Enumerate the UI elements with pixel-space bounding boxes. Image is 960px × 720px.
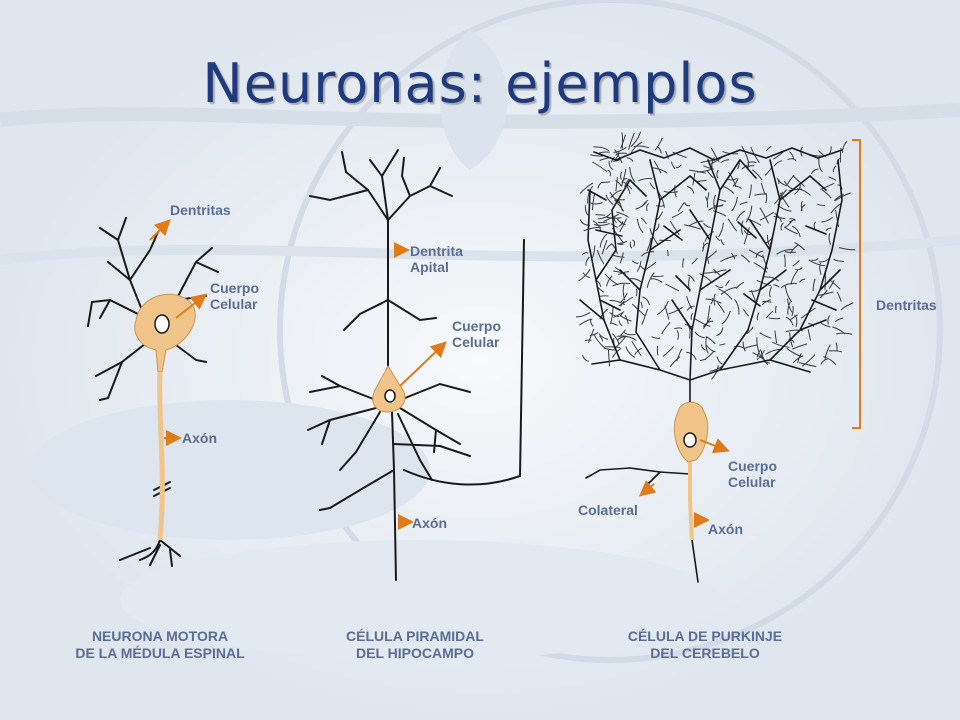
pyramidal-body-arrow bbox=[399, 341, 447, 387]
motor-neuron-soma bbox=[134, 293, 196, 373]
pyramidal-body-label-line2: Celular bbox=[452, 334, 500, 350]
purkinje-dense-arbor bbox=[575, 131, 856, 380]
purkinje-caption-line1: CÉLULA DE PURKINJE bbox=[627, 628, 783, 644]
pyramidal-caption: CÉLULA PIRAMIDAL DEL HIPOCAMPO bbox=[300, 628, 530, 662]
motor-body-label: Cuerpo Celular bbox=[210, 280, 259, 312]
motor-caption-line1: NEURONA MOTORA bbox=[91, 628, 229, 644]
pyramidal-apical-label: Dentrita Apital bbox=[410, 243, 463, 275]
purkinje-body-label-line1: Cuerpo bbox=[728, 458, 777, 474]
pyramidal-nucleus bbox=[384, 389, 396, 403]
motor-caption: NEURONA MOTORA DE LA MÉDULA ESPINAL bbox=[40, 628, 280, 662]
purkinje-body-label: Cuerpo Celular bbox=[728, 458, 777, 490]
purkinje-dendrites-label: Dentritas bbox=[876, 297, 937, 313]
motor-body-label-line1: Cuerpo bbox=[210, 280, 259, 296]
pyramidal-caption-line1: CÉLULA PIRAMIDAL bbox=[346, 628, 484, 644]
pyramidal-neuron bbox=[307, 149, 525, 581]
pyramidal-apical-label-line1: Dentrita bbox=[410, 243, 463, 259]
purkinje-body-label-line2: Celular bbox=[728, 474, 776, 490]
purkinje-collateral-label: Colateral bbox=[578, 502, 638, 518]
motor-body-label-line2: Celular bbox=[210, 296, 258, 312]
purkinje-soma bbox=[673, 401, 709, 463]
purkinje-caption: CÉLULA DE PURKINJE DEL CEREBELO bbox=[590, 628, 820, 662]
purkinje-body-arrow bbox=[699, 438, 730, 454]
motor-neuron-axon-sheath bbox=[157, 371, 165, 541]
pyramidal-apical-label-line2: Apital bbox=[410, 259, 449, 275]
motor-axon-label: Axón bbox=[182, 430, 217, 446]
purkinje-collateral-arrow bbox=[638, 480, 657, 497]
purkinje-caption-line2: DEL CEREBELO bbox=[650, 645, 760, 661]
purkinje-nucleus bbox=[683, 432, 697, 448]
pyramidal-axon-label: Axón bbox=[412, 515, 447, 531]
purkinje-axon-sheath bbox=[688, 462, 694, 541]
motor-dendrites-arrow bbox=[149, 219, 171, 241]
motor-body-arrow bbox=[175, 293, 208, 319]
pyramidal-caption-line2: DEL HIPOCAMPO bbox=[356, 645, 474, 661]
page-title: Neuronas: ejemplos bbox=[202, 52, 758, 115]
motor-neuron bbox=[87, 217, 219, 567]
purkinje-dendrite-mesh bbox=[575, 131, 856, 380]
pyramidal-soma bbox=[372, 364, 406, 413]
purkinje-dendrites-bracket bbox=[852, 139, 861, 429]
pyramidal-body-label-line1: Cuerpo bbox=[452, 318, 501, 334]
motor-dendrites-label: Dentritas bbox=[170, 202, 231, 218]
motor-caption-line2: DE LA MÉDULA ESPINAL bbox=[75, 645, 245, 661]
purkinje-axon-label: Axón bbox=[708, 521, 743, 537]
motor-neuron-nucleus bbox=[154, 314, 170, 334]
pyramidal-body-label: Cuerpo Celular bbox=[452, 318, 501, 350]
